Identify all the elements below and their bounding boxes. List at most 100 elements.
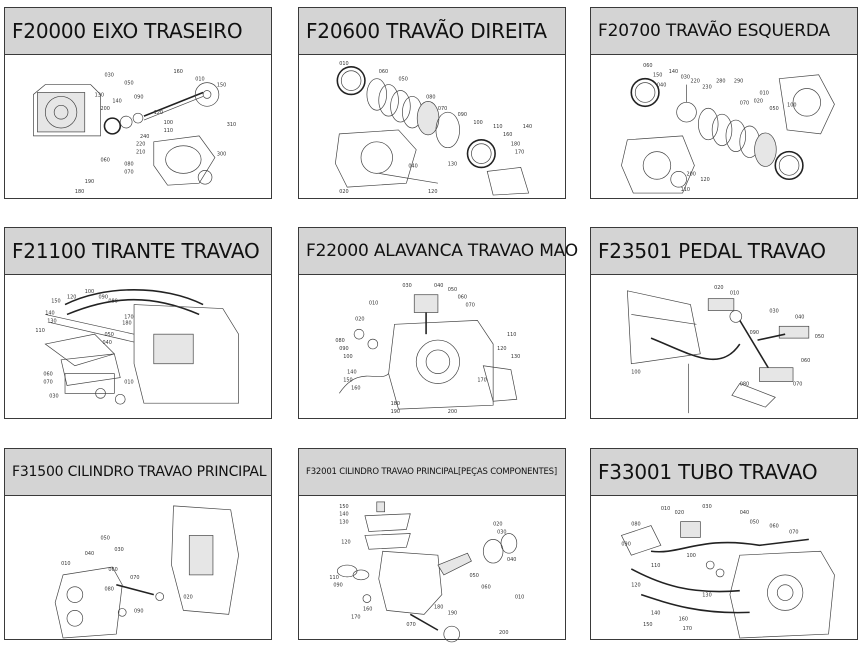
catalog-card-f33001[interactable]: F33001 TUBO TRAVAO 010 020 030 040 050 060 07… bbox=[590, 448, 858, 640]
svg-text:010: 010 bbox=[515, 595, 524, 601]
svg-text:090: 090 bbox=[134, 608, 143, 614]
svg-text:070: 070 bbox=[406, 622, 415, 628]
svg-text:140: 140 bbox=[651, 610, 660, 616]
svg-text:120: 120 bbox=[631, 583, 640, 589]
svg-text:030: 030 bbox=[681, 75, 690, 81]
card-header: F31500 CILINDRO TRAVAO PRINCIPAL bbox=[5, 449, 271, 496]
card-header: F20600 TRAVÃO DIREITA bbox=[299, 8, 565, 55]
svg-text:280: 280 bbox=[716, 79, 725, 85]
card-title: F22000 ALAVANCA TRAVAO MAO bbox=[306, 241, 578, 261]
svg-text:070: 070 bbox=[130, 575, 139, 581]
svg-text:170: 170 bbox=[477, 378, 486, 384]
svg-text:040: 040 bbox=[434, 283, 443, 289]
svg-text:060: 060 bbox=[43, 372, 52, 378]
svg-text:150: 150 bbox=[339, 504, 348, 510]
svg-text:020: 020 bbox=[675, 510, 684, 516]
svg-text:010: 010 bbox=[661, 506, 670, 512]
svg-text:160: 160 bbox=[503, 132, 512, 138]
svg-text:080: 080 bbox=[124, 161, 133, 167]
svg-text:040: 040 bbox=[85, 551, 94, 557]
svg-text:020: 020 bbox=[493, 522, 502, 528]
svg-text:070: 070 bbox=[789, 529, 798, 535]
svg-text:090: 090 bbox=[99, 295, 108, 301]
svg-text:050: 050 bbox=[750, 520, 759, 526]
svg-text:190: 190 bbox=[391, 409, 400, 415]
svg-text:080: 080 bbox=[335, 338, 344, 344]
svg-text:230: 230 bbox=[702, 85, 711, 91]
svg-text:130: 130 bbox=[448, 161, 457, 167]
svg-text:030: 030 bbox=[104, 73, 113, 79]
svg-text:120: 120 bbox=[497, 346, 506, 352]
svg-text:160: 160 bbox=[363, 606, 372, 612]
svg-text:040: 040 bbox=[408, 163, 417, 169]
svg-text:240: 240 bbox=[140, 134, 149, 140]
svg-text:080: 080 bbox=[426, 94, 435, 100]
svg-text:130: 130 bbox=[511, 354, 520, 360]
svg-text:110: 110 bbox=[493, 124, 502, 130]
svg-text:100: 100 bbox=[343, 354, 352, 360]
svg-text:020: 020 bbox=[183, 595, 192, 601]
svg-text:060: 060 bbox=[379, 69, 388, 75]
card-header: F21100 TIRANTE TRAVAO bbox=[5, 228, 271, 275]
card-header: F33001 TUBO TRAVAO bbox=[591, 449, 857, 496]
svg-text:010: 010 bbox=[760, 90, 769, 96]
svg-text:100: 100 bbox=[85, 289, 94, 295]
svg-text:140: 140 bbox=[523, 124, 532, 130]
svg-text:070: 070 bbox=[740, 100, 749, 106]
svg-text:030: 030 bbox=[114, 547, 123, 553]
svg-text:130: 130 bbox=[702, 593, 711, 599]
card-header: F32001 CILINDRO TRAVAO PRINCIPAL[PEÇAS C… bbox=[299, 449, 565, 496]
svg-text:010: 010 bbox=[61, 561, 70, 567]
svg-text:170: 170 bbox=[683, 626, 692, 632]
svg-text:150: 150 bbox=[51, 299, 60, 305]
svg-text:020: 020 bbox=[339, 189, 348, 195]
svg-text:030: 030 bbox=[702, 504, 711, 510]
svg-text:020: 020 bbox=[714, 285, 723, 291]
svg-text:160: 160 bbox=[351, 385, 360, 391]
card-header: F20700 TRAVÃO ESQUERDA bbox=[591, 8, 857, 55]
svg-text:160: 160 bbox=[174, 69, 183, 75]
svg-text:300: 300 bbox=[217, 152, 226, 158]
card-title: F20600 TRAVÃO DIREITA bbox=[306, 19, 547, 43]
svg-text:070: 070 bbox=[466, 303, 475, 309]
card-title: F33001 TUBO TRAVAO bbox=[598, 460, 818, 484]
svg-text:040: 040 bbox=[740, 510, 749, 516]
svg-text:060: 060 bbox=[769, 524, 778, 530]
svg-text:060: 060 bbox=[458, 295, 467, 301]
svg-text:050: 050 bbox=[769, 106, 778, 112]
svg-text:170: 170 bbox=[124, 314, 133, 320]
svg-text:180: 180 bbox=[434, 604, 443, 610]
svg-text:100: 100 bbox=[473, 120, 482, 126]
card-title: F32001 CILINDRO TRAVAO PRINCIPAL[PEÇAS C… bbox=[306, 467, 557, 477]
svg-text:180: 180 bbox=[511, 142, 520, 148]
svg-text:140: 140 bbox=[45, 310, 54, 316]
svg-text:080: 080 bbox=[104, 587, 113, 593]
svg-text:060: 060 bbox=[801, 358, 810, 364]
svg-text:110: 110 bbox=[651, 563, 660, 569]
svg-text:120: 120 bbox=[341, 539, 350, 545]
svg-text:010: 010 bbox=[339, 61, 348, 67]
svg-text:210: 210 bbox=[136, 150, 145, 156]
svg-text:150: 150 bbox=[217, 83, 226, 89]
svg-text:200: 200 bbox=[101, 106, 110, 112]
svg-text:030: 030 bbox=[497, 529, 506, 535]
svg-text:190: 190 bbox=[85, 179, 94, 185]
catalog-card-f32001[interactable]: F32001 CILINDRO TRAVAO PRINCIPAL[PEÇAS C… bbox=[298, 448, 566, 643]
svg-text:030: 030 bbox=[49, 393, 58, 399]
svg-text:110: 110 bbox=[681, 187, 690, 193]
card-title: F31500 CILINDRO TRAVAO PRINCIPAL bbox=[12, 464, 267, 480]
svg-text:290: 290 bbox=[734, 79, 743, 85]
svg-text:200: 200 bbox=[687, 171, 696, 177]
svg-text:190: 190 bbox=[448, 610, 457, 616]
svg-text:050: 050 bbox=[469, 573, 478, 579]
